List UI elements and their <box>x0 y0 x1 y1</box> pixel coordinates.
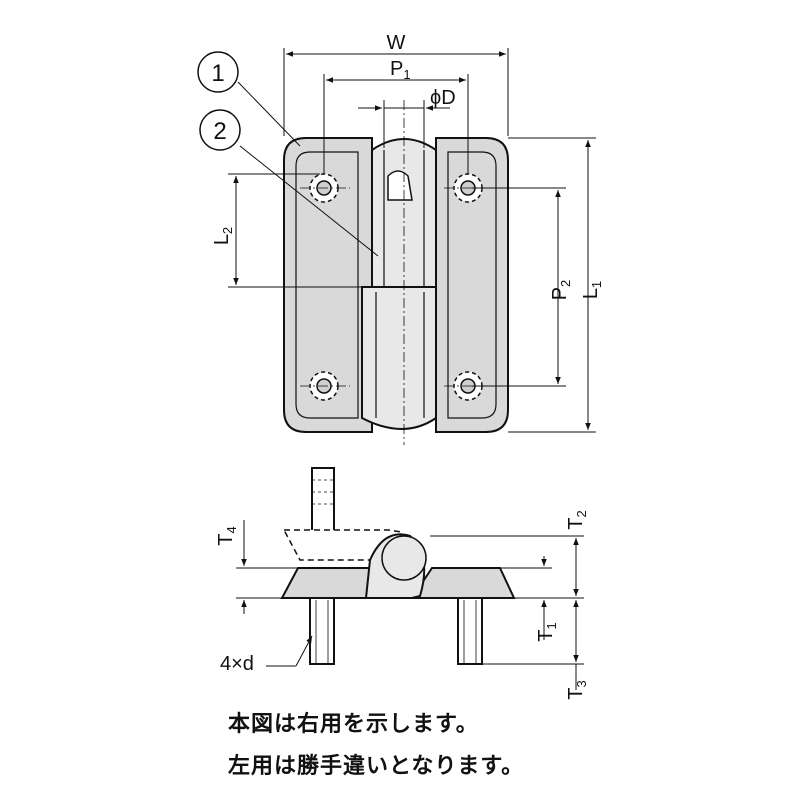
callout-part-1: 1 <box>197 51 239 93</box>
dim-p2-label: P2 <box>549 280 573 301</box>
dim-phi-d-label: ϕD <box>430 87 456 109</box>
side-view-dimensions <box>236 520 584 690</box>
side-right-leaf <box>410 567 516 599</box>
dim-t3-label: T3 <box>565 680 589 699</box>
dim-t1-label: T1 <box>535 622 559 641</box>
right-leaf <box>435 137 509 433</box>
dim-l1-label: L1 <box>580 281 604 299</box>
note-left-hand: 左用は勝手違いとなります。 <box>228 754 525 779</box>
callout-part-1-label: 1 <box>211 60 224 87</box>
bolt-right <box>457 597 483 665</box>
left-leaf <box>283 137 373 433</box>
dim-t4-label: T4 <box>215 526 239 545</box>
knuckle-lower <box>361 286 437 430</box>
top-view-dimensions <box>228 48 596 433</box>
dim-l2-label: L2 <box>211 227 235 245</box>
pin-top <box>311 467 335 533</box>
dim-w-label: W <box>387 32 406 54</box>
note-right-hand: 本図は右用を示します。 <box>228 712 479 737</box>
bolt-left <box>309 597 335 665</box>
side-left-leaf <box>280 567 375 599</box>
callout-part-2-label: 2 <box>213 118 226 145</box>
dim-t2-label: T2 <box>565 510 589 529</box>
side-view <box>280 467 516 665</box>
top-view <box>283 100 509 445</box>
callout-part-2: 2 <box>199 109 241 151</box>
dim-hole-d-label: 4×d <box>220 653 254 675</box>
dim-p1-label: P1 <box>390 58 411 82</box>
